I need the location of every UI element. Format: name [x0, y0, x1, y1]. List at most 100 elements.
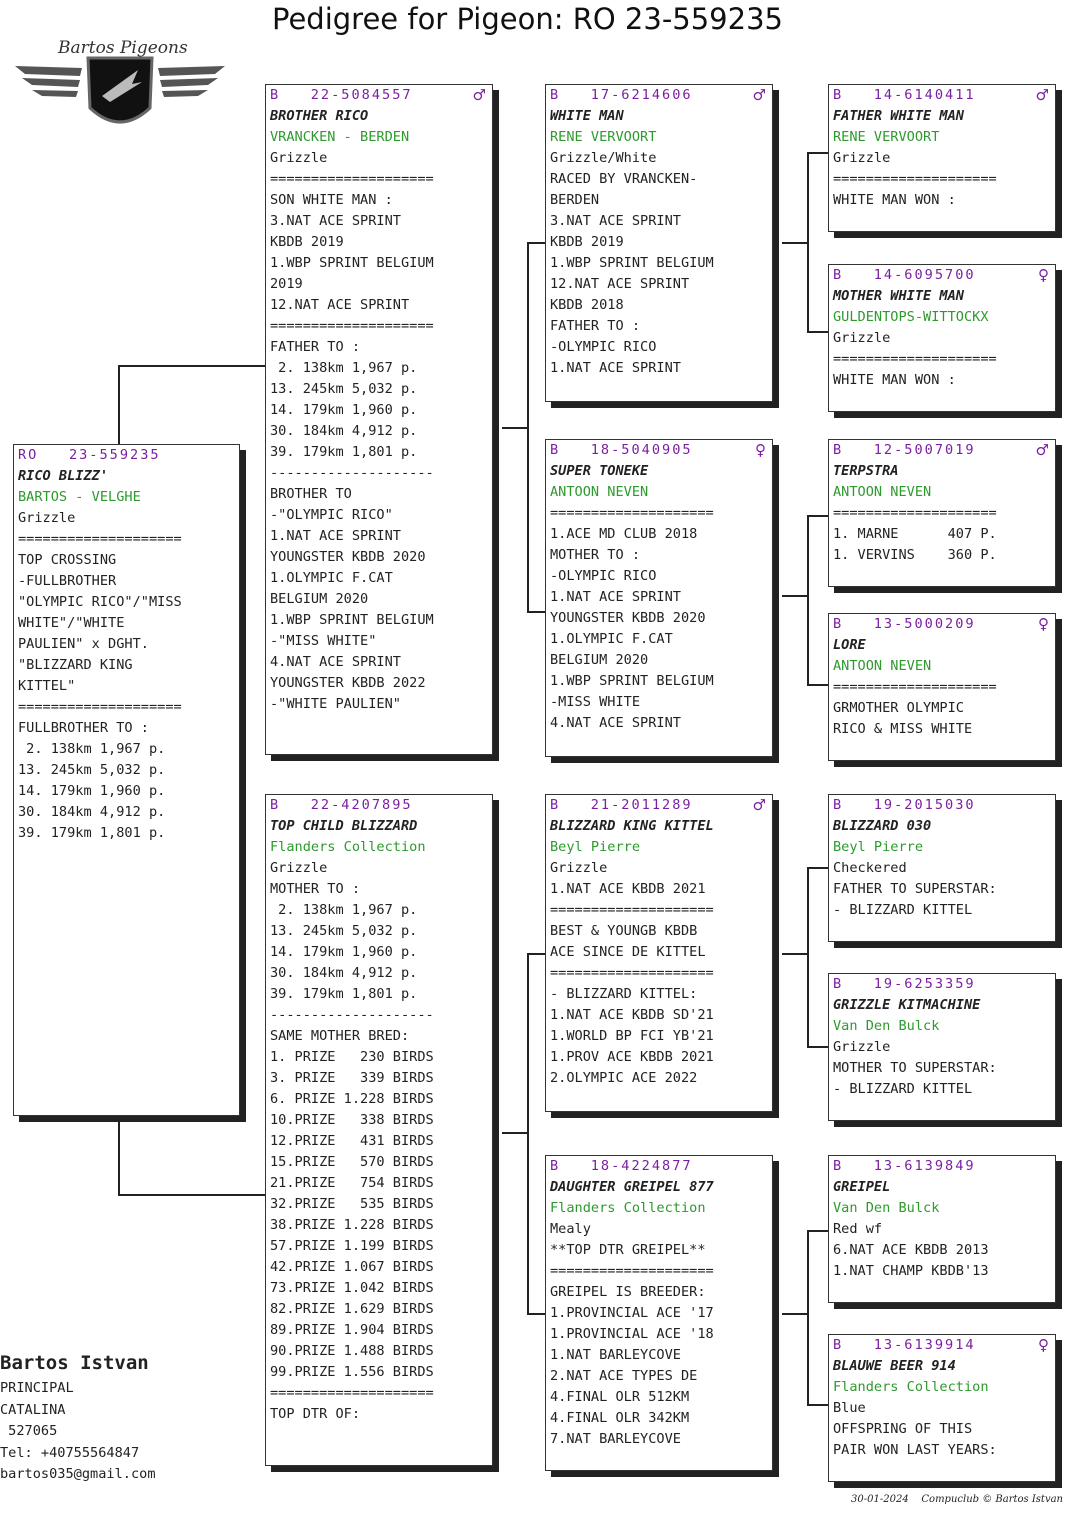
pedigree-line: SON WHITE MAN :: [270, 192, 393, 208]
breeder-name: ANTOON NEVEN: [833, 484, 932, 500]
pedigree-line: ====================: [833, 171, 997, 187]
pedigree-line: 1.NAT ACE SPRINT: [270, 528, 401, 544]
pigeon-name: DAUGHTER GREIPEL 877: [550, 1179, 714, 1195]
pedigree-line: 2. 138km 1,967 p.: [18, 741, 166, 757]
male-symbol-icon: ♂: [752, 796, 766, 814]
owner-line: PRINCIPAL: [0, 1380, 74, 1396]
pigeon-name: GREIPEL: [833, 1179, 891, 1195]
breeder-name: Flanders Collection: [833, 1379, 989, 1395]
pedigree-line: 30. 184km 4,912 p.: [270, 423, 418, 439]
pigeon-name: BLIZZARD 030: [833, 818, 932, 834]
ring-id: 13-6139849: [873, 1158, 976, 1174]
pedigree-line: 82.PRIZE 1.629 BIRDS: [270, 1301, 434, 1317]
pedigree-line: 39. 179km 1,801 p.: [18, 825, 166, 841]
pedigree-line: 21.PRIZE 754 BIRDS: [270, 1175, 434, 1191]
country-code: B: [833, 797, 844, 813]
connector-line: [807, 1404, 828, 1406]
pedigree-line: Grizzle: [550, 860, 608, 876]
pedigree-line: WHITE MAN WON :: [833, 192, 956, 208]
pedigree-line: BELGIUM 2020: [550, 652, 649, 668]
pedigree-line: 12.NAT ACE SPRINT: [270, 297, 410, 313]
pedigree-line: RACED BY VRANCKEN-: [550, 171, 698, 187]
pedigree-line: Grizzle: [18, 510, 76, 526]
pedigree-line: 1.PROVINCIAL ACE '18: [550, 1326, 714, 1342]
male-symbol-icon: ♂: [472, 86, 486, 104]
male-symbol-icon: ♂: [1035, 86, 1049, 104]
pedigree-line: --------------------: [270, 1007, 434, 1023]
country-code: B: [270, 797, 281, 813]
pedigree-line: 4.FINAL OLR 342KM: [550, 1410, 690, 1426]
pedigree-line: ====================: [550, 902, 714, 918]
pedigree-line: - BLIZZARD KITTEL:: [550, 986, 698, 1002]
page-title: Pedigree for Pigeon: RO 23-559235: [272, 2, 783, 36]
breeder-name: Van Den Bulck: [833, 1018, 940, 1034]
pedigree-line: MOTHER TO SUPERSTAR:: [833, 1060, 997, 1076]
ring-number: B 19-2015030: [833, 795, 976, 816]
pedigree-line: YOUNGSTER KBDB 2020: [270, 549, 426, 565]
pedigree-line: ====================: [18, 531, 182, 547]
ring-id: 14-6140411: [873, 87, 976, 103]
pedigree-line: Mealy: [550, 1221, 591, 1237]
ring-number: B 22-5084557: [270, 85, 413, 106]
pedigree-line: -OLYMPIC RICO: [550, 339, 657, 355]
country-code: B: [833, 442, 844, 458]
pedigree-line: Grizzle: [833, 150, 891, 166]
pedigree-line: 13. 245km 5,032 p.: [270, 381, 418, 397]
female-symbol-icon: ♀: [1038, 1336, 1049, 1354]
owner-email[interactable]: bartos035@gmail.com: [0, 1466, 156, 1482]
pedigree-line: KBDB 2018: [550, 297, 624, 313]
breeder-name: Beyl Pierre: [833, 839, 924, 855]
pedigree-line: MOTHER TO :: [270, 881, 361, 897]
pedigree-line: Grizzle: [833, 330, 891, 346]
connector-line: [807, 867, 809, 1047]
ring-id: 21-2011289: [590, 797, 693, 813]
pedigree-line: ====================: [550, 965, 714, 981]
pedigree-line: 1.WBP SPRINT BELGIUM: [270, 612, 434, 628]
winged-shield-icon: [15, 56, 225, 124]
pedigree-line: 1.ACE MD CLUB 2018: [550, 526, 698, 542]
pedigree-line: Blue: [833, 1400, 866, 1416]
card-header: B 18-5040905♀: [546, 440, 772, 461]
pedigree-line: BROTHER TO: [270, 486, 352, 502]
ring-id: 13-6139914: [873, 1337, 976, 1353]
pedigree-line: 6. PRIZE 1.228 BIRDS: [270, 1091, 434, 1107]
card-header: B 19-2015030: [829, 795, 1055, 816]
pedigree-line: -MISS WHITE: [550, 694, 641, 710]
pedigree-line: KBDB 2019: [270, 234, 344, 250]
pedigree-line: 14. 179km 1,960 p.: [270, 402, 418, 418]
connector-line: [782, 595, 808, 597]
pigeon-name: WHITE MAN: [550, 108, 624, 124]
pedigree-line: 30. 184km 4,912 p.: [18, 804, 166, 820]
ring-id: 17-6214606: [590, 87, 693, 103]
owner-line: CATALINA: [0, 1401, 66, 1418]
pigeon-name: BLAUWE BEER 914: [833, 1358, 956, 1374]
pedigree-line: 15.PRIZE 570 BIRDS: [270, 1154, 434, 1170]
logo: Bartos Pigeons: [10, 18, 230, 138]
pigeon-name: LORE: [833, 637, 866, 653]
pedigree-line: OFFSPRING OF THIS: [833, 1421, 973, 1437]
pedigree-line: TOP DTR OF:: [270, 1406, 361, 1422]
pedigree-line: 7.NAT BARLEYCOVE: [550, 1431, 681, 1447]
country-code: B: [833, 267, 844, 283]
pedigree-line: 13. 245km 5,032 p.: [18, 762, 166, 778]
connector-line: [807, 1230, 809, 1405]
breeder-name: RENE VERVOORT: [833, 129, 940, 145]
pedigree-line: 2. 138km 1,967 p.: [270, 902, 418, 918]
pigeon-name: FATHER WHITE MAN: [833, 108, 964, 124]
card-header: B 13-6139914♀: [829, 1335, 1055, 1356]
